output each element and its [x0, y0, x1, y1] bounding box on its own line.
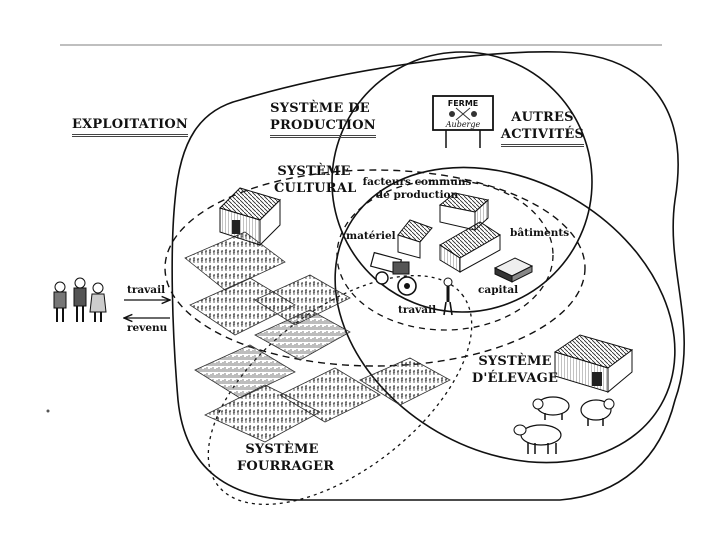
- systeme-production-line2: PRODUCTION: [270, 117, 376, 138]
- systeme-elevage-line1: SYSTÈME: [478, 354, 552, 369]
- tractor-illustration: [369, 251, 417, 296]
- worker-figure: [443, 277, 453, 316]
- autres-activites-line2: ACTIVITÉS: [500, 126, 585, 147]
- systeme-cultural-label: SYSTÈME CULTURAL: [274, 163, 357, 197]
- ferme-auberge-sign: [432, 95, 494, 148]
- systeme-production-label: SYSTÈME DE PRODUCTION: [270, 100, 376, 138]
- autres-activites-line1: AUTRES: [511, 110, 574, 125]
- systeme-production-line1: SYSTÈME DE: [270, 101, 370, 116]
- sign-text-line1: FERME: [448, 99, 479, 108]
- autres-activites-circle: [331, 51, 593, 313]
- facteurs-communs-label: facteurs communs de production: [362, 176, 472, 202]
- batiments-label: bâtiments: [510, 227, 570, 239]
- systeme-cultural-ellipse: [164, 169, 586, 367]
- farm-buildings-illustration: [397, 192, 501, 273]
- travail-outer-label: travail: [127, 284, 166, 296]
- systeme-cultural-line2: CULTURAL: [274, 181, 357, 196]
- systeme-elevage-label: SYSTÈME D'ÉLEVAGE: [470, 353, 560, 387]
- family-figures: [53, 277, 107, 322]
- systeme-fourrager-line1: SYSTÈME: [245, 442, 319, 457]
- livestock-animals: [513, 396, 615, 454]
- facteurs-communs-line2: de production: [375, 189, 459, 201]
- systeme-fourrager-line2: FOURRAGER: [237, 459, 335, 474]
- systeme-production-ellipse: [334, 166, 676, 464]
- travail-inner-label: travail: [398, 304, 437, 316]
- crop-fields: [184, 231, 351, 361]
- systeme-elevage-line2: D'ÉLEVAGE: [471, 371, 559, 386]
- livestock-barn-illustration: [553, 334, 634, 394]
- systeme-cultural-line1: SYSTÈME: [277, 164, 351, 179]
- facteurs-communs-ellipse: [336, 179, 554, 331]
- sign-text-line2: Auberge: [445, 120, 481, 129]
- forage-fields: [194, 344, 451, 443]
- materiel-label: matériel: [346, 230, 396, 242]
- exploitation-boundary: [171, 51, 685, 501]
- capital-illustration: [493, 257, 534, 283]
- capital-label: capital: [478, 284, 519, 296]
- facteurs-communs-line1: facteurs communs: [362, 176, 472, 188]
- exploitation-label: EXPLOITATION: [72, 116, 189, 137]
- autres-activites-label: AUTRES ACTIVITÉS: [500, 109, 585, 147]
- stray-mark: [46, 409, 50, 413]
- systeme-fourrager-label: SYSTÈME FOURRAGER: [237, 441, 335, 475]
- cultural-barn-illustration: [219, 187, 281, 247]
- revenu-label: revenu: [127, 322, 168, 334]
